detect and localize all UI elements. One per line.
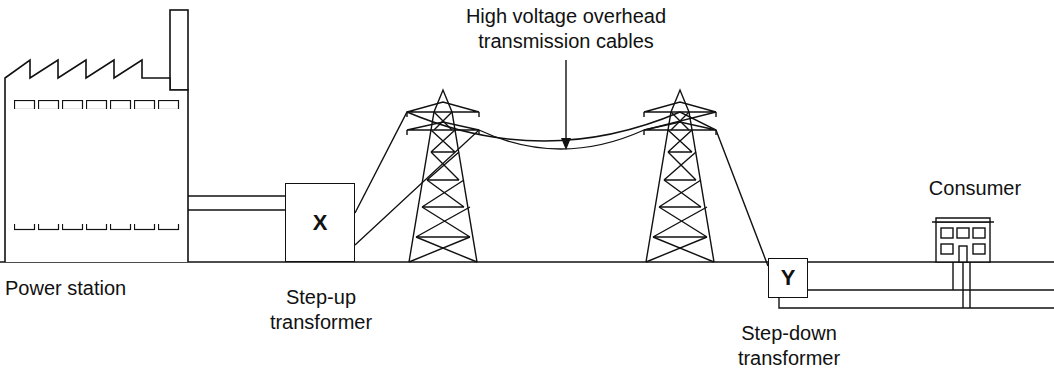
power-station-drawing (5, 10, 285, 262)
consumer-house (932, 218, 994, 262)
box-letter: Y (781, 267, 796, 289)
pylon (644, 90, 716, 262)
transmission-cable (355, 112, 768, 266)
callout-label: High voltage overhead transmission cable… (416, 4, 716, 54)
callout-arrow (561, 60, 571, 150)
part-label: Consumer (920, 176, 1030, 201)
part-label: Power station (5, 276, 205, 301)
box-letter: X (313, 212, 328, 234)
transformer-box: XStep-up transformer (285, 183, 355, 262)
cable (355, 112, 716, 245)
transformer-box: YStep-down transformer (768, 258, 808, 298)
component-label: Step-down transformer (714, 321, 864, 368)
component-label: Step-up transformer (246, 285, 396, 335)
supply-wires (779, 262, 1054, 308)
